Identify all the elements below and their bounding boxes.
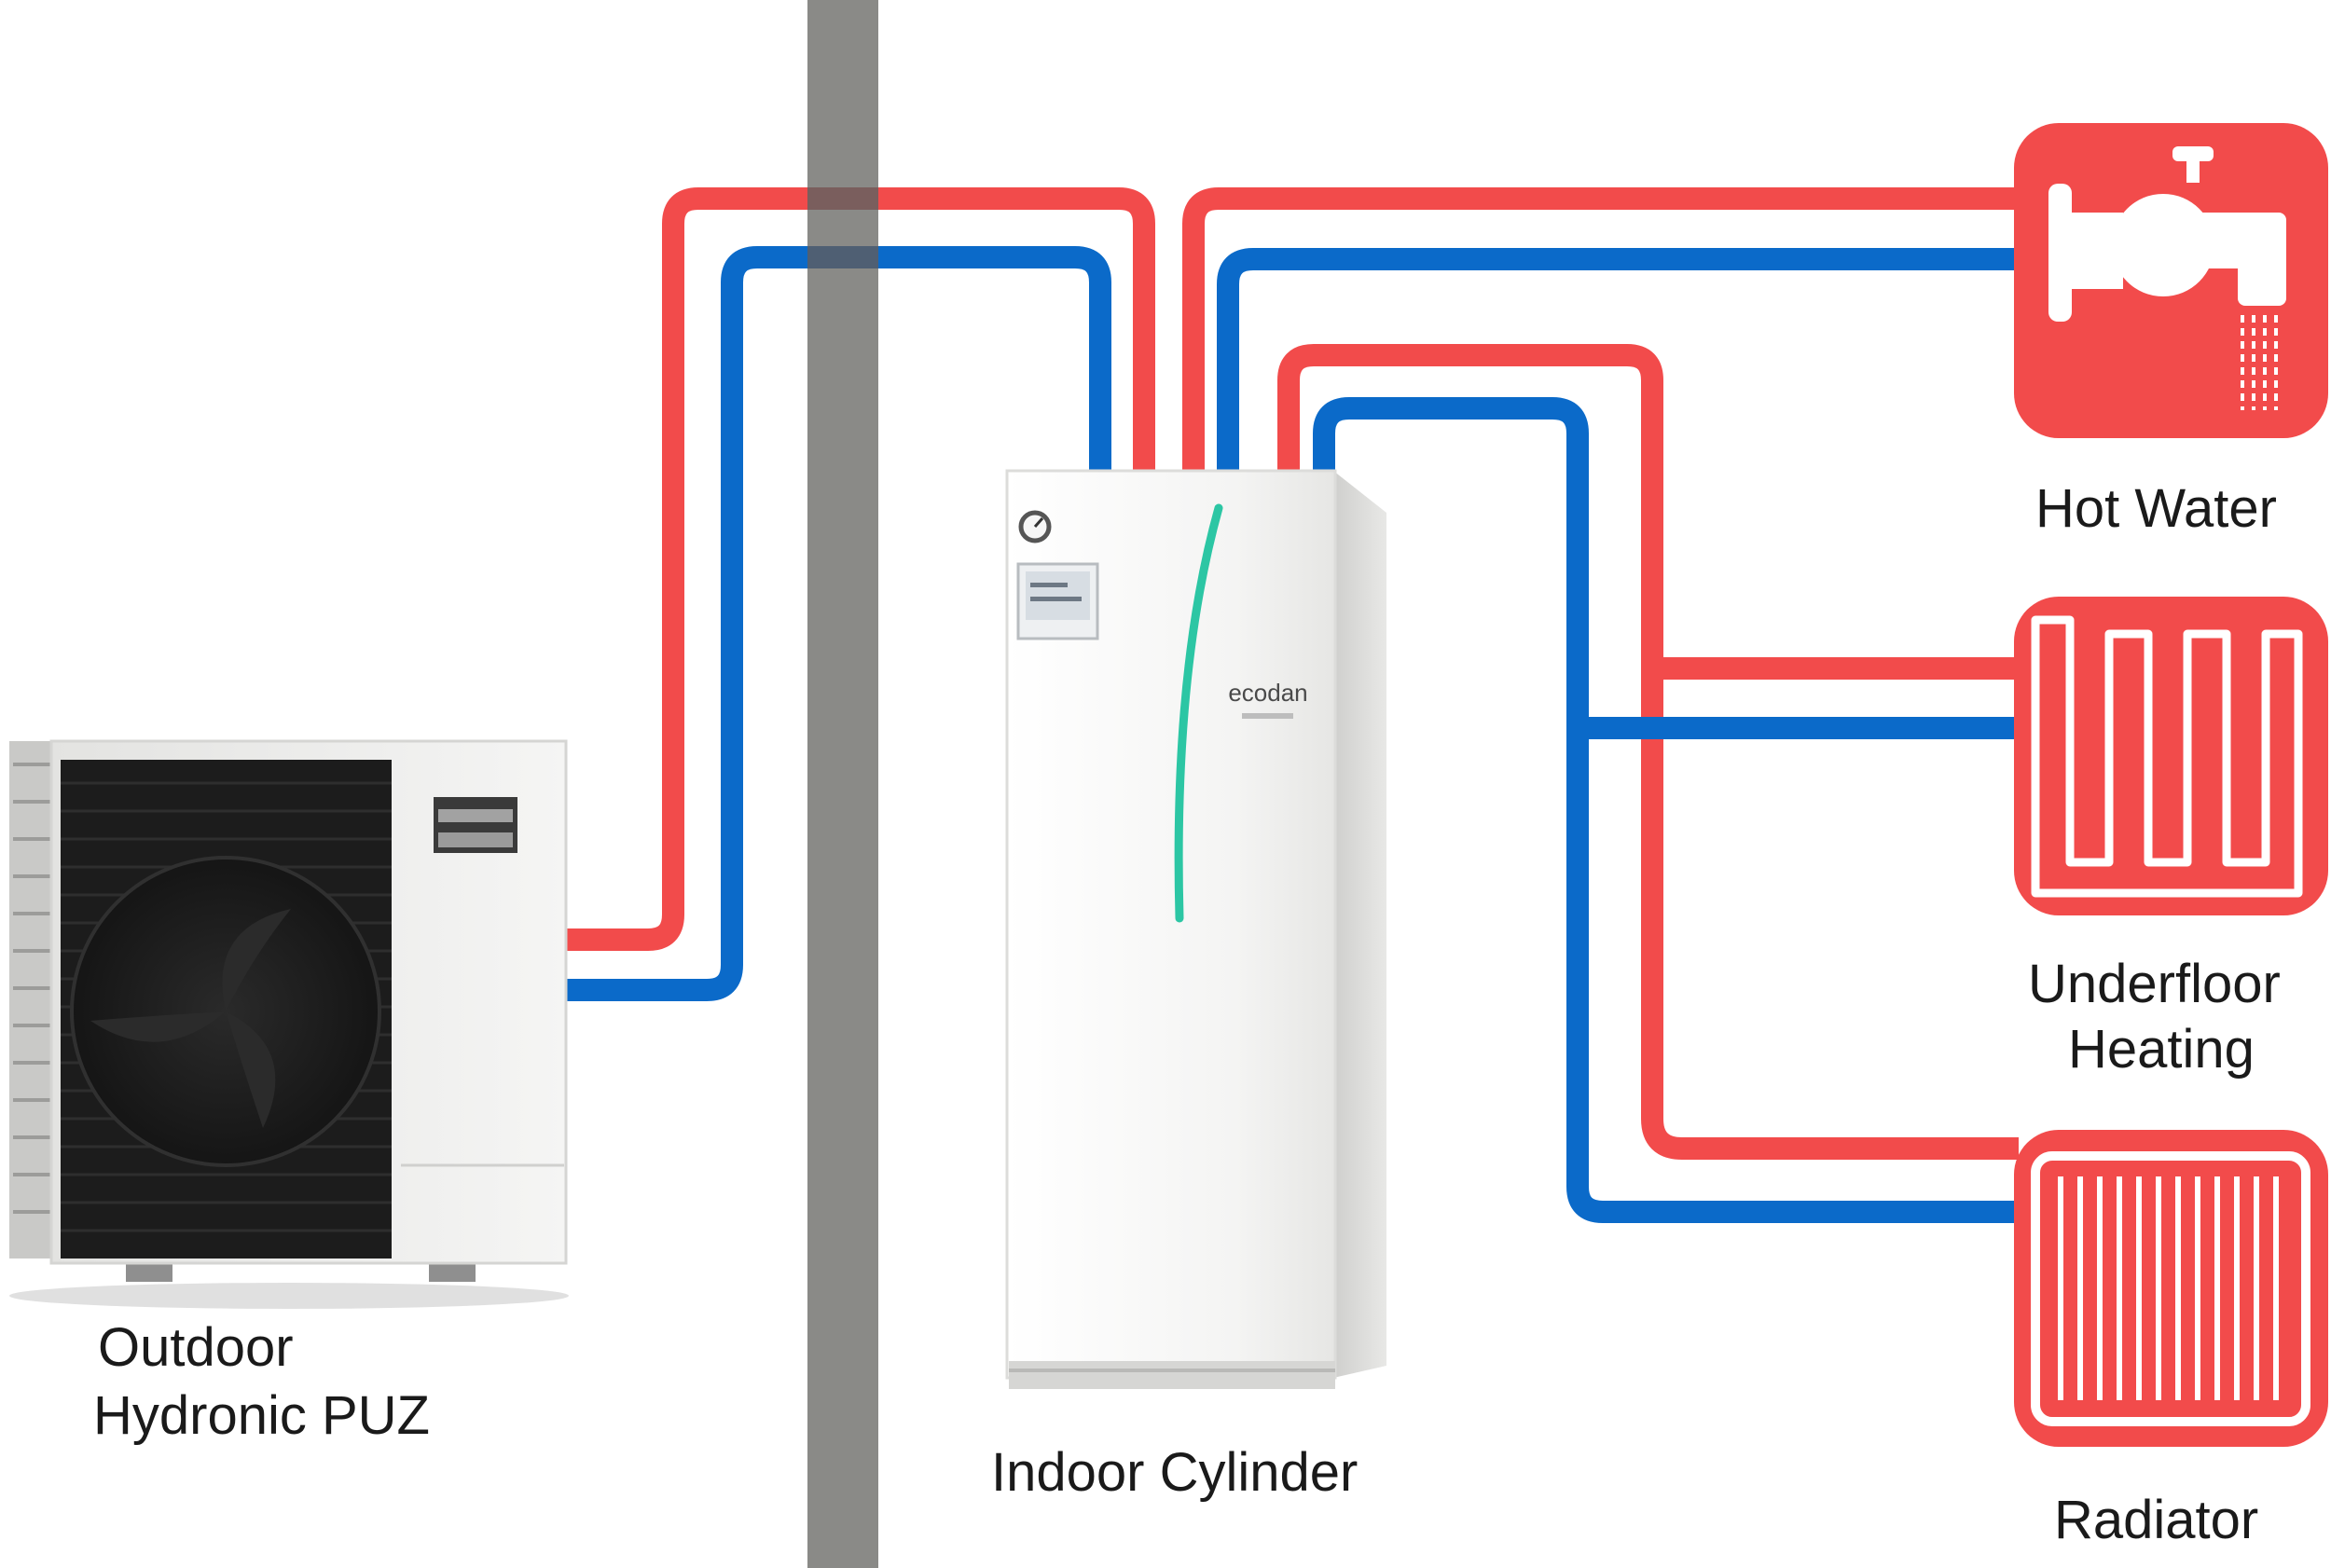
hot-water-label: Hot Water	[2035, 475, 2277, 543]
underfloor-heating-label-line1: Underfloor	[2028, 951, 2281, 1018]
underfloor-icon-background	[2014, 597, 2328, 915]
outdoor-model-badge	[438, 832, 513, 847]
radiator-icon	[2014, 1130, 2328, 1447]
underfloor-heating-label-line2: Heating	[2068, 1016, 2255, 1083]
radiator-label: Radiator	[2054, 1487, 2258, 1554]
control-display-line	[1030, 597, 1082, 601]
outdoor-unit-label-line1: Outdoor	[98, 1314, 294, 1382]
wall-pipe-crossing-cold	[807, 246, 878, 268]
brand-logo: ecodan	[1228, 679, 1307, 707]
heating-return-pipe	[1324, 408, 2019, 1212]
control-display-line	[1030, 583, 1068, 587]
hot-water-icon	[2014, 123, 2328, 438]
underfloor-heating-icon	[2014, 597, 2328, 915]
indoor-cylinder: ecodan	[1007, 471, 1386, 1389]
control-display-screen	[1026, 571, 1090, 620]
outdoor-unit-label-line2: Hydronic PUZ	[93, 1382, 430, 1450]
wall	[807, 0, 878, 1568]
indoor-cylinder-side	[1333, 471, 1386, 1378]
outdoor-unit-shadow	[9, 1283, 569, 1309]
brand-sub-mark	[1242, 713, 1293, 719]
outdoor-logo-badge	[438, 809, 513, 822]
indoor-cylinder-base	[1009, 1361, 1335, 1389]
indoor-cylinder-label: Indoor Cylinder	[991, 1439, 1358, 1506]
wall-pipe-crossing-hot	[807, 187, 878, 210]
heating-flow-pipe	[1289, 355, 2019, 1148]
outdoor-unit	[9, 741, 569, 1309]
